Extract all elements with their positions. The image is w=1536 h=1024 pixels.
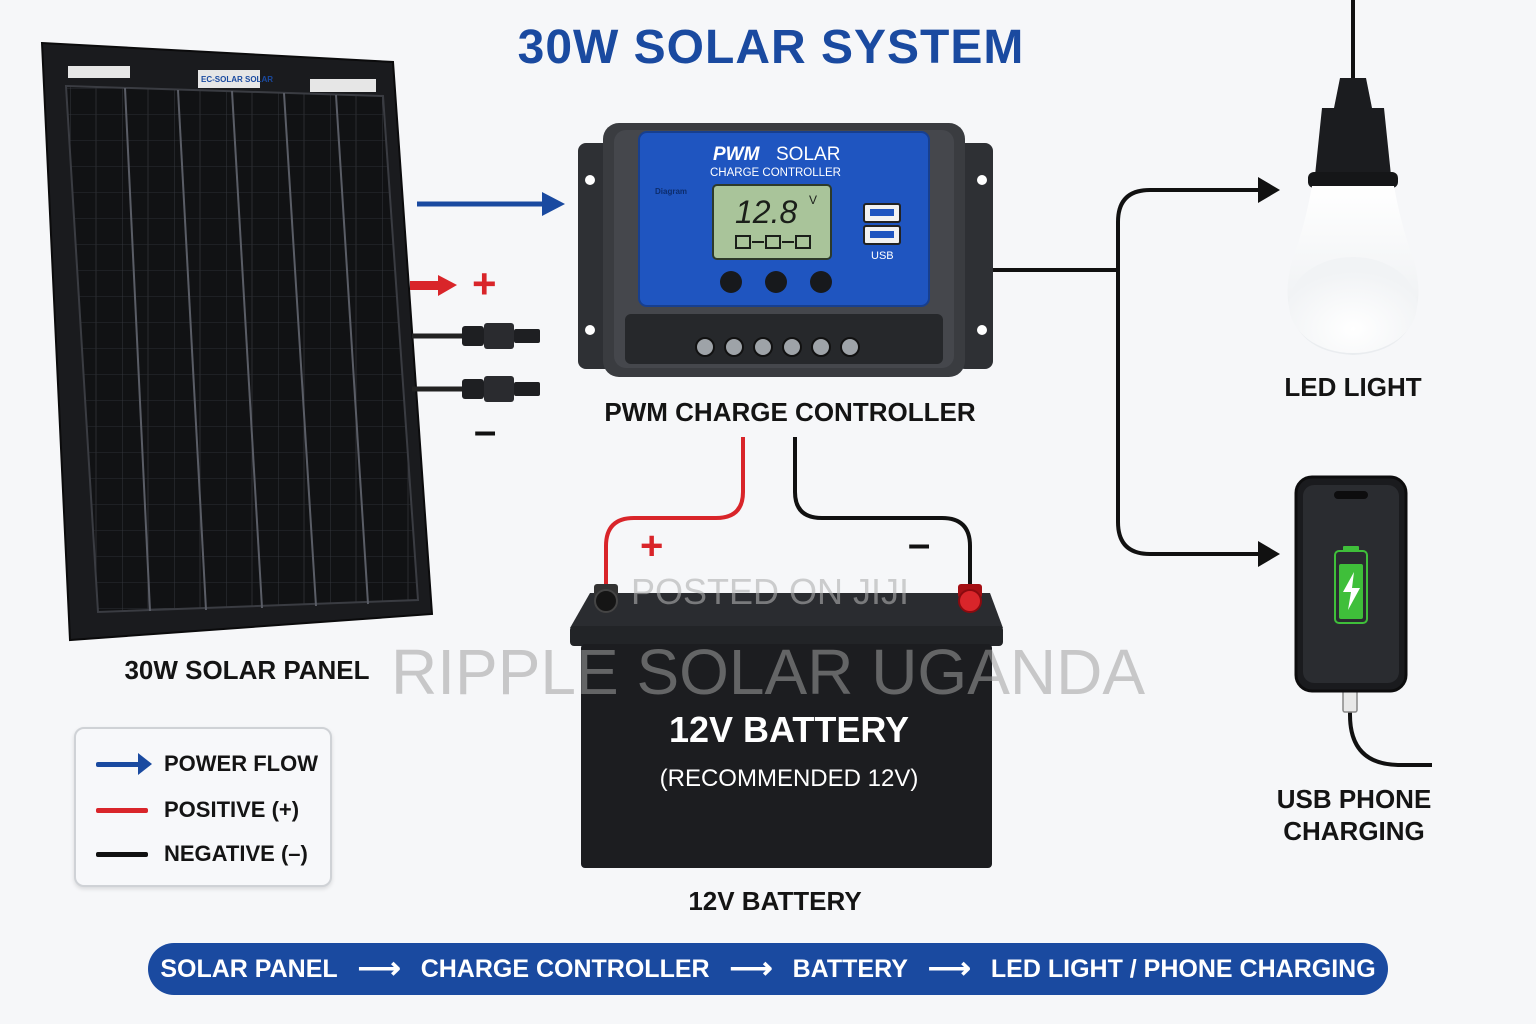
panel-label: 30W SOLAR PANEL — [124, 655, 369, 685]
lcd-battery-icon — [765, 235, 781, 249]
flow-step-loads: LED LIGHT / PHONE CHARGING — [990, 954, 1376, 983]
legend-label: POSITIVE (+) — [164, 797, 300, 822]
lightning-icon — [1343, 572, 1360, 610]
legend-label: POWER FLOW — [164, 751, 318, 776]
controller-brand-rest: SOLAR — [776, 144, 840, 165]
controller-button-1[interactable] — [720, 271, 742, 293]
battery-face-subtitle: (RECOMMENDED 12V) — [660, 765, 919, 792]
controller-button-2[interactable] — [765, 271, 787, 293]
lcd-panel-icon — [735, 235, 751, 249]
mc4-connector-positive — [412, 323, 540, 349]
battery-negative-terminal-cap — [594, 589, 618, 613]
page-title: 30W SOLAR SYSTEM — [517, 21, 1025, 74]
flow-summary-bar: SOLAR PANEL ⟶ CHARGE CONTROLLER ⟶ BATTER… — [148, 943, 1388, 995]
controller-terminals — [695, 337, 860, 357]
usb-label: USB — [871, 250, 894, 262]
battery-plus-sign: + — [640, 524, 663, 568]
lcd-value: 12.8 — [735, 194, 797, 230]
panel-plus-sign: + — [472, 260, 497, 307]
battery-positive-terminal-cap — [958, 589, 982, 613]
charge-controller: 12.8 V PWM SOLAR CHARGE CONTROLLER Diagr… — [578, 123, 993, 377]
legend: POWER FLOW POSITIVE (+) NEGATIVE (–) — [74, 727, 332, 887]
panel-minus-sign: – — [474, 409, 496, 453]
phone-label-line2: CHARGING — [1283, 816, 1425, 846]
legend-label: NEGATIVE (–) — [164, 841, 308, 866]
led-arrowhead — [1258, 177, 1280, 203]
negative-battery-wire — [793, 437, 972, 584]
phone-arrowhead — [1258, 541, 1280, 567]
battery-face-title: 12V BATTERY — [669, 709, 909, 750]
watermark-secondary: POSTED ON JIJI — [631, 571, 909, 612]
flow-step-charge-controller: CHARGE CONTROLLER — [420, 954, 710, 983]
phone-label-line1: USB PHONE — [1277, 784, 1432, 814]
solar-panel: EC-SOLAR SOLAR — [40, 41, 434, 642]
watermark-primary: RIPPLE SOLAR UGANDA — [391, 636, 1145, 708]
battery — [570, 584, 1003, 868]
load-wiring — [993, 188, 1262, 556]
positive-battery-wire — [604, 437, 745, 584]
flow-step-battery: BATTERY — [792, 954, 908, 983]
legend-swatch — [96, 807, 148, 813]
arrow-right-icon — [138, 753, 152, 775]
mc4-connector-negative — [412, 376, 540, 402]
controller-label: PWM CHARGE CONTROLLER — [604, 397, 975, 427]
led-label: LED LIGHT — [1284, 372, 1421, 402]
controller-badge: Diagram — [655, 187, 687, 196]
legend-swatch — [96, 851, 148, 857]
controller-brand-bold: PWM — [713, 144, 761, 165]
phone — [1294, 475, 1432, 767]
battery-minus-sign: – — [908, 522, 930, 566]
battery-label: 12V BATTERY — [688, 886, 861, 916]
lcd-load-icon — [795, 235, 811, 249]
panel-sticker-text: EC-SOLAR SOLAR — [201, 75, 273, 84]
led-bulb — [1287, 0, 1419, 355]
legend-swatch — [96, 761, 142, 767]
lcd-unit: V — [809, 193, 817, 207]
controller-button-3[interactable] — [810, 271, 832, 293]
arrow-right-icon: ⟶ — [927, 952, 971, 985]
arrow-right-icon: ⟶ — [729, 952, 773, 985]
controller-subtitle: CHARGE CONTROLLER — [710, 167, 841, 179]
power-flow-arrowhead — [542, 192, 565, 216]
flow-step-solar-panel: SOLAR PANEL — [160, 954, 338, 983]
arrow-right-icon: ⟶ — [357, 952, 401, 985]
panel-positive-indicator — [410, 275, 457, 296]
